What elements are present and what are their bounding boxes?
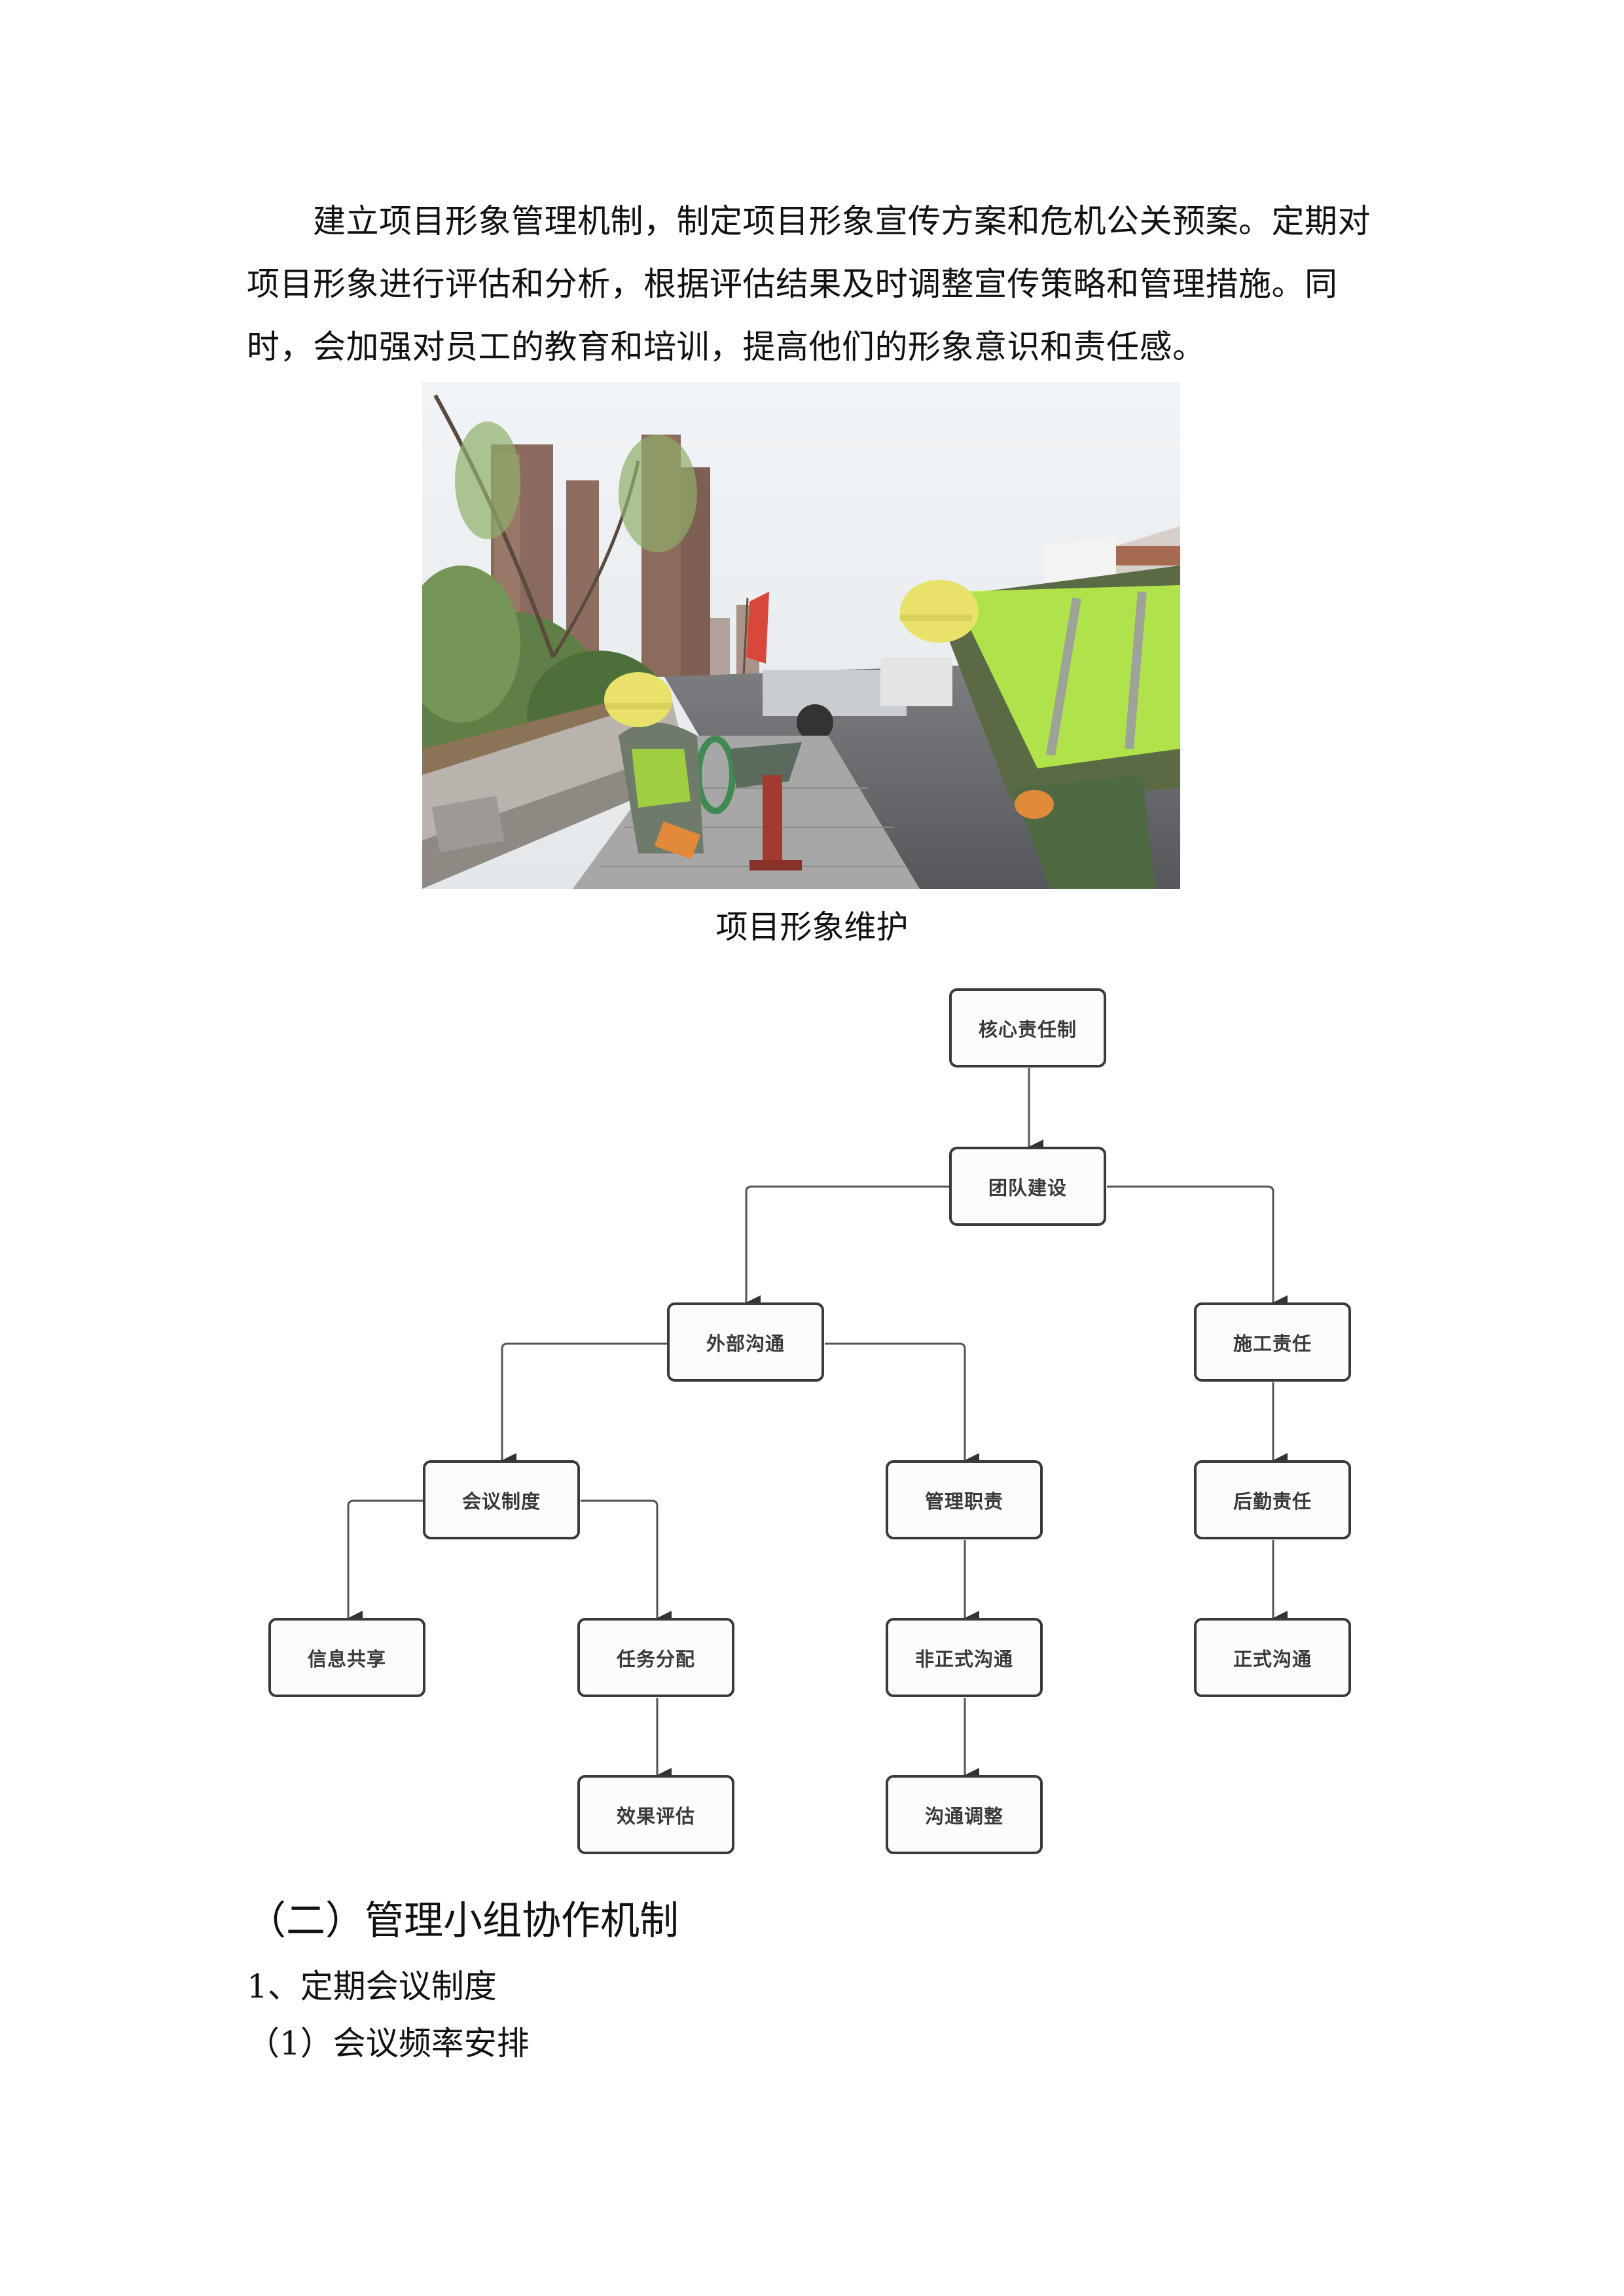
node-logistics-responsibility: 后勤责任 (1194, 1460, 1351, 1539)
list-item-heading: （1）会议频率安排 (247, 2024, 530, 2062)
paragraph-line: 时，会加强对员工的教育和培训，提高他们的形象意识和责任感。 (247, 328, 1206, 366)
intro-paragraph: 建立项目形象管理机制，制定项目形象宣传方案和危机公关预案。定期对 项目形象进行评… (247, 190, 1375, 378)
node-meeting-system: 会议制度 (423, 1460, 580, 1539)
node-task-assignment: 任务分配 (577, 1618, 734, 1697)
paragraph-line: 项目形象进行评估和分析，根据评估结果及时调整宣传策略和管理措施。同 (247, 265, 1338, 303)
photo-illustration-icon (422, 382, 1180, 889)
construction-photo (422, 382, 1180, 889)
section-heading: （二）管理小组协作机制 (247, 1898, 679, 1944)
node-management-duties: 管理职责 (886, 1460, 1043, 1539)
node-information-sharing: 信息共享 (268, 1618, 425, 1697)
node-informal-communication: 非正式沟通 (886, 1618, 1043, 1697)
node-formal-communication: 正式沟通 (1194, 1618, 1351, 1697)
node-team-building: 团队建设 (949, 1147, 1106, 1226)
node-construction-responsibility: 施工责任 (1194, 1302, 1351, 1382)
node-external-communication: 外部沟通 (667, 1302, 824, 1382)
figure-caption: 项目形象维护 (715, 908, 909, 946)
paragraph-line: 建立项目形象管理机制，制定项目形象宣传方案和危机公关预案。定期对 (313, 202, 1371, 240)
node-communication-adjustment: 沟通调整 (886, 1775, 1043, 1854)
subsection-heading: 1、定期会议制度 (247, 1967, 497, 2005)
node-effect-evaluation: 效果评估 (577, 1775, 734, 1854)
node-core-responsibility: 核心责任制 (949, 988, 1106, 1067)
